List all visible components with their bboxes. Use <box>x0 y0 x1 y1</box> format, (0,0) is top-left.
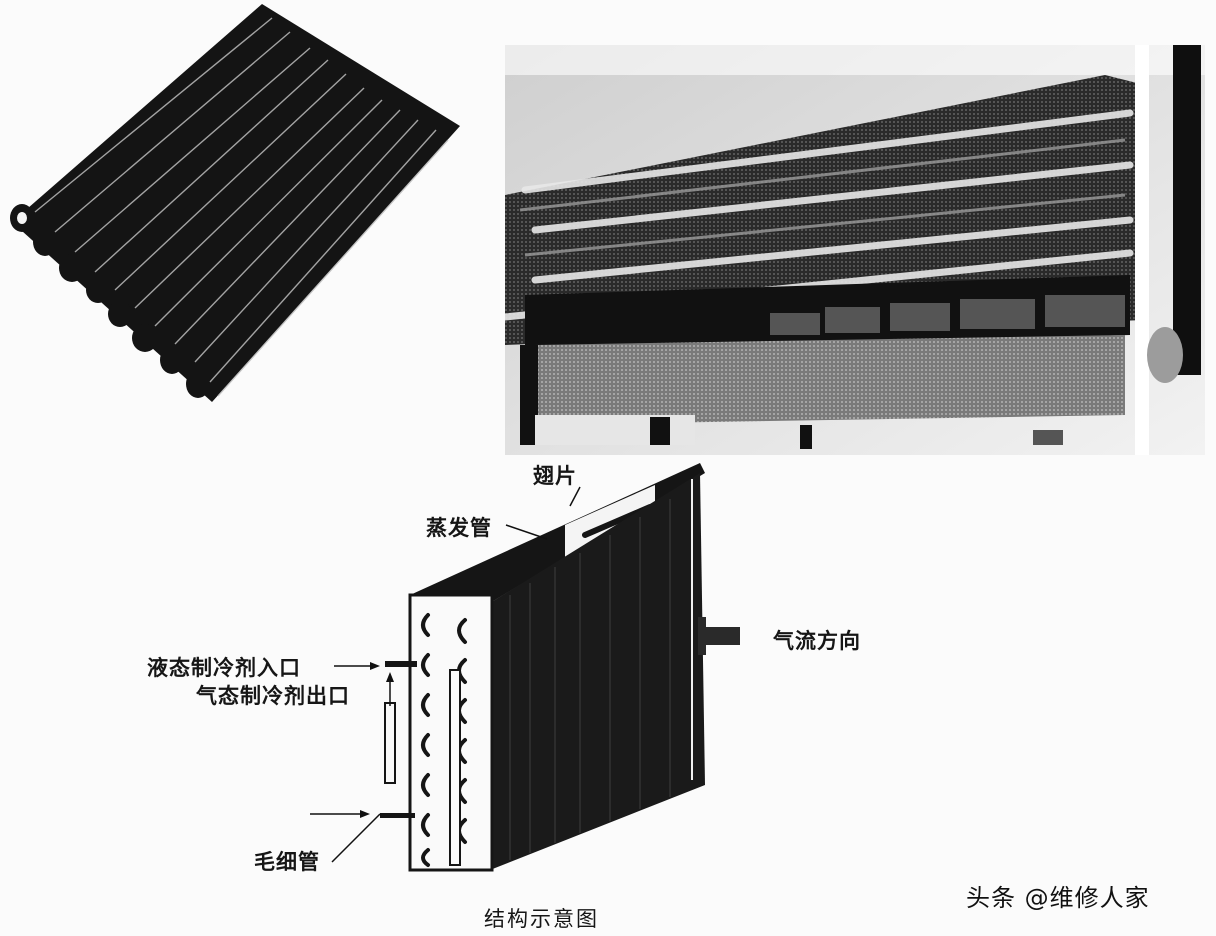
evaporator-structure-diagram <box>370 455 740 895</box>
indoor-unit-evaporator-image <box>501 45 1205 455</box>
label-liquid-refrigerant-inlet: 液态制冷剂入口 <box>147 656 301 680</box>
arrow-gas-outlet <box>386 672 394 706</box>
finned-coil-diagram <box>370 463 740 872</box>
leader-line-capillary <box>331 813 381 863</box>
label-airflow-direction: 气流方向 <box>773 629 861 653</box>
evaporator-photo-indoor-unit <box>501 45 1205 455</box>
leader-line-fin <box>569 486 581 507</box>
leader-line-evaporator-tube <box>505 524 548 540</box>
evaporator-photo-tube-plate <box>0 0 480 420</box>
label-evaporator-tube: 蒸发管 <box>426 516 492 540</box>
label-fin: 翅片 <box>533 464 577 488</box>
diagram-caption: 结构示意图 <box>484 907 599 931</box>
arrow-capillary-inlet <box>310 810 370 818</box>
arrow-liquid-inlet <box>334 662 380 670</box>
watermark: 头条 @维修人家 <box>966 884 1150 912</box>
label-capillary-tube: 毛细管 <box>254 850 320 874</box>
tube-plate-evaporator-image <box>10 4 460 402</box>
label-gas-refrigerant-outlet: 气态制冷剂出口 <box>196 684 350 708</box>
